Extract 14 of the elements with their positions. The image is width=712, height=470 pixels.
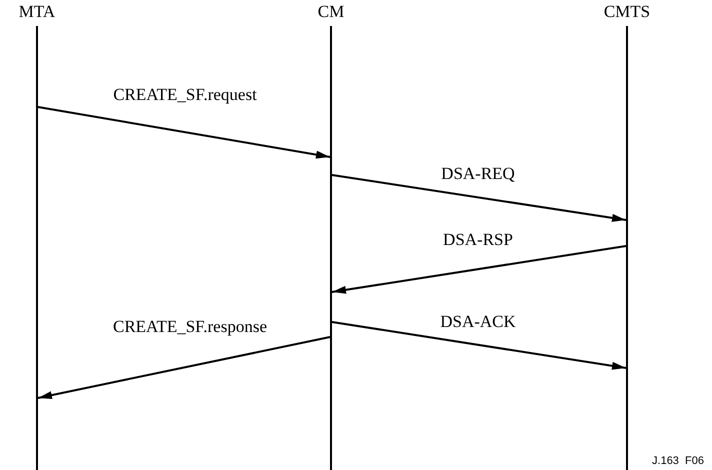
lifeline-heading: CMTS (602, 2, 652, 22)
message-label: DSA-REQ (441, 164, 515, 184)
message-arrow (332, 321, 626, 370)
message-label: CREATE_SF.request (113, 85, 257, 105)
message-label: DSA-RSP (443, 230, 513, 250)
message-label: DSA-ACK (440, 312, 516, 332)
message-arrow (332, 245, 626, 294)
lifeline-heading: MTA (18, 2, 56, 22)
message-arrow (332, 174, 626, 222)
message-label: CREATE_SF.response (113, 317, 267, 337)
message-arrow (38, 336, 330, 400)
message-arrow (38, 106, 330, 159)
lifeline-heading: CM (316, 2, 346, 22)
figure-id: J.163 F06 (652, 455, 704, 467)
